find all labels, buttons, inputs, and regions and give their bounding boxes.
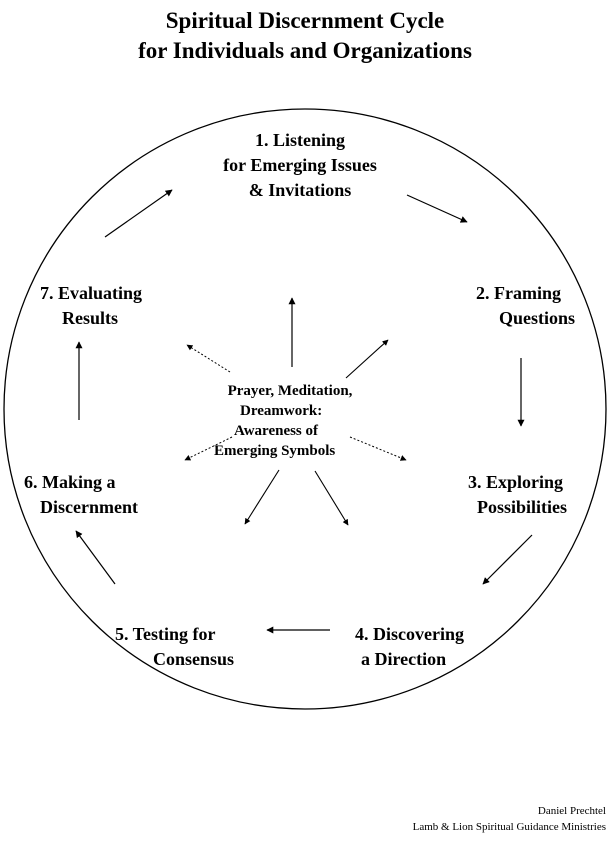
center-arrow-up-right [345,339,389,379]
step-4-line-2: a Direction [361,649,447,669]
center-arrow-down-right [314,470,349,526]
step-7-line-2: Results [62,308,119,328]
center-line-3: Awareness of [234,423,319,439]
step-1-line-2: for Emerging Issues [223,155,377,175]
step-3-line-2: Possibilities [477,497,568,517]
step-7-line-1: 7. Evaluating [40,283,143,303]
diagram-title-line-2: for Individuals and Organizations [138,38,472,63]
step-4-discovering: 4. Discovering a Direction [355,622,464,672]
step-2-line-1: 2. Framing [476,283,561,303]
center-practices: Prayer, Meditation, Dreamwork: Awareness… [190,381,390,461]
step-5-testing: 5. Testing for Consensus [115,622,234,672]
step-1-line-1: 1. Listening [254,130,346,150]
center-line-4: Emerging Symbols [214,443,336,459]
step-3-exploring: 3. Exploring Possibilities [468,470,567,520]
cycle-circle [3,108,607,710]
step-1-line-3: & Invitations [248,180,352,200]
step-5-line-1: 5. Testing for [115,624,216,644]
arrow-7-to-1 [104,189,173,238]
step-6-making: 6. Making a Discernment [24,470,138,520]
center-arrow-down-left [244,469,280,525]
step-2-line-2: Questions [499,308,576,328]
step-3-line-1: 3. Exploring [468,472,564,492]
arrow-3-to-4 [482,534,533,585]
step-6-line-1: 6. Making a [24,472,116,492]
step-6-line-2: Discernment [40,497,138,517]
step-2-framing: 2. Framing Questions [476,281,575,331]
step-4-line-1: 4. Discovering [355,624,464,644]
step-1-listening: 1. Listening for Emerging Issues & Invit… [150,128,450,203]
center-arrow-up-left [186,344,231,373]
step-5-line-2: Consensus [153,649,235,669]
arrow-1-to-2 [406,194,468,223]
credit-author: Daniel Prechtel [537,805,606,817]
credit-organization: Lamb & Lion Spiritual Guidance Ministrie… [412,821,606,833]
arrow-5-to-6 [75,530,116,585]
diagram-title-line-1: Spiritual Discernment Cycle [165,8,445,33]
center-arrow-left [184,436,233,461]
step-7-evaluating: 7. Evaluating Results [40,281,142,331]
center-line-1: Prayer, Meditation, [227,383,353,399]
center-line-2: Dreamwork: [240,403,323,419]
